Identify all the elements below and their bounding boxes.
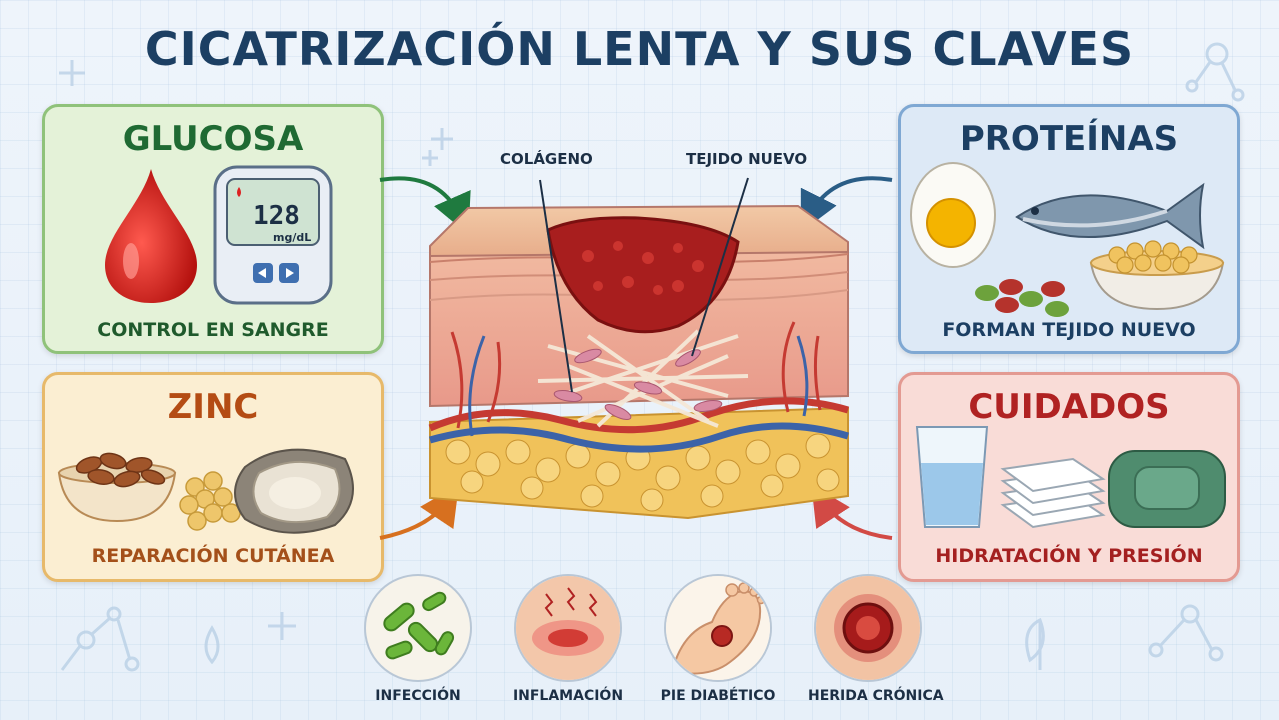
chickpeas-icon <box>179 471 241 531</box>
panel-proteinas: PROTEÍNAS FORMAN TEJ <box>898 104 1240 354</box>
complication-label: HERIDA CRÓNICA <box>808 688 944 704</box>
bacteria-icon <box>364 574 472 682</box>
complication-diabetic-foot: PIE DIABÉTICO <box>658 574 778 704</box>
diabetic-foot-illustration <box>666 576 770 680</box>
almond-bowl-icon <box>57 452 177 523</box>
bacteria-illustration <box>383 591 455 660</box>
cushion-icon <box>1108 450 1226 528</box>
skin-wound-cross-section <box>428 177 849 520</box>
panel-zinc: ZINC REPARACIÓN CUTÁNEA <box>42 372 384 582</box>
complication-chronic-wound: HERIDA CRÓNICA <box>808 574 944 704</box>
panel-glucosa-title: GLUCOSA <box>122 119 304 159</box>
arrow-zinc <box>379 484 459 540</box>
complication-inflammation: INFLAMACIÓN <box>508 574 628 704</box>
panel-zinc-caption: REPARACIÓN CUTÁNEA <box>91 545 335 567</box>
oyster-icon <box>234 448 354 534</box>
label-new-tissue: TEJIDO NUEVO <box>686 150 808 168</box>
panel-cuidados-title: CUIDADOS <box>968 387 1170 427</box>
glucose-meter-icon <box>213 165 333 305</box>
panel-zinc-title: ZINC <box>167 387 259 427</box>
label-collagen: COLÁGENO <box>500 150 593 168</box>
meter-reading: 128 <box>253 201 300 231</box>
inflamed-skin-illustration <box>516 576 620 680</box>
inflamed-skin-icon <box>514 574 622 682</box>
panel-glucosa: GLUCOSA 128 mg/dL CONTROL EN SANGRE <box>42 104 384 354</box>
chronic-wound-illustration <box>816 576 920 680</box>
zinc-foods-illustration <box>57 448 354 534</box>
fish-icon <box>1015 182 1205 250</box>
panel-cuidados: CUIDADOS HIDRATACIÓN Y PRESIÓN <box>898 372 1240 582</box>
arrow-proteinas <box>800 176 893 233</box>
care-items-illustration <box>915 426 1226 529</box>
complication-infection: INFECCIÓN <box>358 574 478 704</box>
arrow-cuidados <box>811 484 893 540</box>
arrow-glucosa <box>379 176 471 235</box>
complication-label: PIE DIABÉTICO <box>660 688 776 704</box>
protein-foods-illustration <box>910 162 1225 317</box>
chronic-wound-icon <box>814 574 922 682</box>
panel-proteinas-title: PROTEÍNAS <box>959 119 1179 159</box>
beans-icon <box>975 279 1069 317</box>
panel-proteinas-caption: FORMAN TEJIDO NUEVO <box>942 319 1196 341</box>
panel-glucosa-caption: CONTROL EN SANGRE <box>97 319 329 341</box>
complication-label: INFECCIÓN <box>375 688 461 704</box>
complication-label: INFLAMACIÓN <box>512 688 624 704</box>
blood-drop-icon <box>105 169 197 303</box>
gauze-pads-icon <box>1000 457 1106 529</box>
diabetic-foot-icon <box>664 574 772 682</box>
panel-cuidados-caption: HIDRATACIÓN Y PRESIÓN <box>935 545 1203 567</box>
page-title: CICATRIZACIÓN LENTA Y SUS CLAVES <box>144 22 1135 76</box>
water-glass-icon <box>915 426 989 528</box>
boiled-egg-icon <box>910 162 996 268</box>
legume-bowl-icon <box>1089 240 1225 311</box>
meter-unit: mg/dL <box>273 231 312 244</box>
